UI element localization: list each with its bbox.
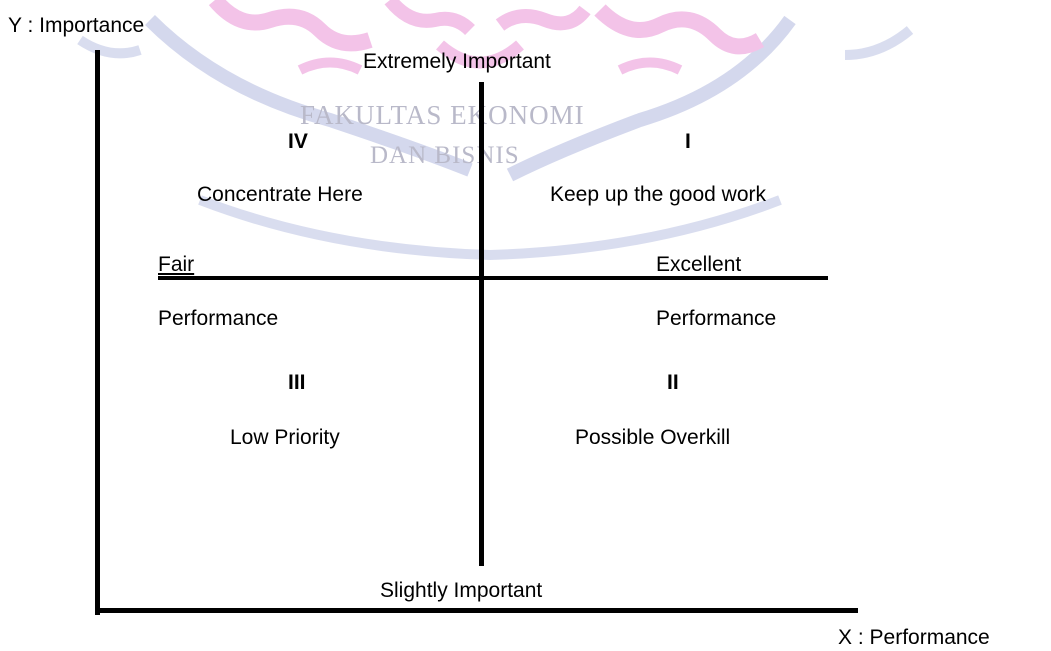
y-axis-label: Y : Importance bbox=[8, 14, 145, 37]
quadrant-iv-caption: Concentrate Here bbox=[197, 183, 363, 206]
x-axis-line bbox=[95, 608, 858, 613]
left-label-fair: Fair bbox=[158, 253, 195, 276]
left-label-performance: Performance bbox=[158, 307, 279, 330]
watermark-line-2: DAN BISNIS bbox=[370, 142, 520, 169]
quadrant-ii-caption: Possible Overkill bbox=[575, 426, 731, 449]
right-label-excellent: Excellent bbox=[656, 253, 742, 276]
top-label: Extremely Important bbox=[363, 50, 551, 73]
quadrant-i-caption: Keep up the good work bbox=[550, 183, 766, 206]
quadrant-ii-numeral: II bbox=[667, 371, 679, 394]
x-axis-label: X : Performance bbox=[838, 626, 990, 649]
y-axis-line bbox=[95, 50, 100, 615]
watermark-line-1: FAKULTAS EKONOMI bbox=[300, 100, 585, 130]
quadrant-i-numeral: I bbox=[685, 130, 691, 153]
quadrant-iii-numeral: III bbox=[288, 371, 306, 394]
quadrant-iii-caption: Low Priority bbox=[230, 426, 340, 449]
bottom-label: Slightly Important bbox=[380, 579, 543, 602]
quadrant-vertical-divider bbox=[479, 82, 484, 566]
right-label-performance: Performance bbox=[656, 307, 777, 330]
quadrant-iv-numeral: IV bbox=[288, 130, 308, 153]
quadrant-horizontal-divider bbox=[158, 276, 828, 280]
